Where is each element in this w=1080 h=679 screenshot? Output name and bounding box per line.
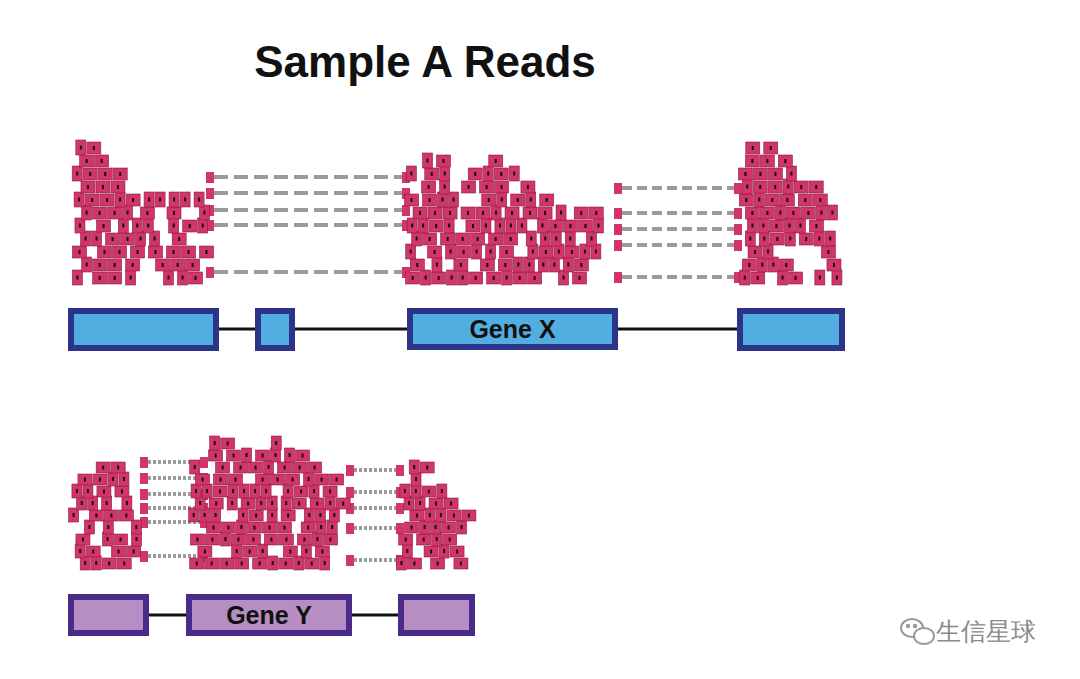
- intron-line: [146, 329, 737, 615]
- splice-lines: [140, 172, 742, 566]
- exon-box: [258, 311, 292, 348]
- gene-name: Gene X: [469, 315, 555, 344]
- exon-box: [740, 311, 842, 348]
- diagram-title: Sample A Reads: [254, 37, 596, 87]
- gene-name: Gene Y: [226, 601, 312, 630]
- read-pile: [69, 140, 842, 570]
- exon-box: [401, 597, 472, 633]
- watermark-icon: [901, 619, 934, 644]
- exon-box: [71, 311, 216, 348]
- exon-box: [71, 597, 146, 633]
- exon-box: Gene Y: [186, 594, 352, 636]
- watermark: 生信星球: [936, 615, 1036, 648]
- exon-box: Gene X: [407, 308, 618, 350]
